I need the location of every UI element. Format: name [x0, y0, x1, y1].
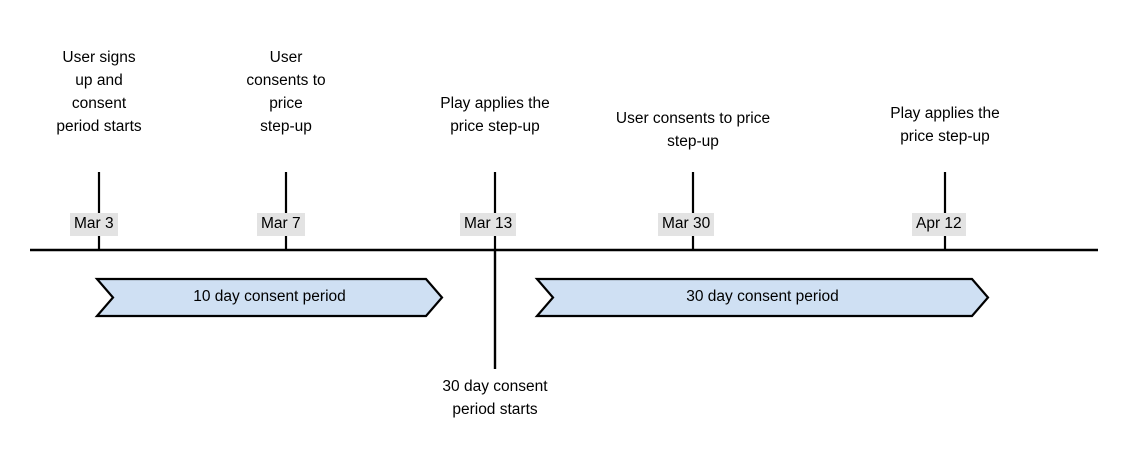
annotation-30-day-consent-start: 30 day consent period starts	[442, 378, 548, 418]
consent-banner-consent-30-day	[534, 277, 990, 318]
consent-banner-consent-10-day	[94, 277, 444, 318]
date-chip-mar-3: Mar 3	[70, 213, 118, 236]
date-chip-mar-7: Mar 7	[257, 213, 305, 236]
banner-label-10-day: 10 day consent period	[193, 288, 346, 305]
banner-label-30-day: 30 day consent period	[686, 288, 839, 305]
consent-banner-group	[94, 277, 990, 318]
date-chip-mar-30: Mar 30	[658, 213, 715, 236]
date-chip-mar-13: Mar 13	[460, 213, 517, 236]
date-chip-apr-12: Apr 12	[912, 213, 966, 236]
timeline-tick-group	[97, 172, 947, 250]
